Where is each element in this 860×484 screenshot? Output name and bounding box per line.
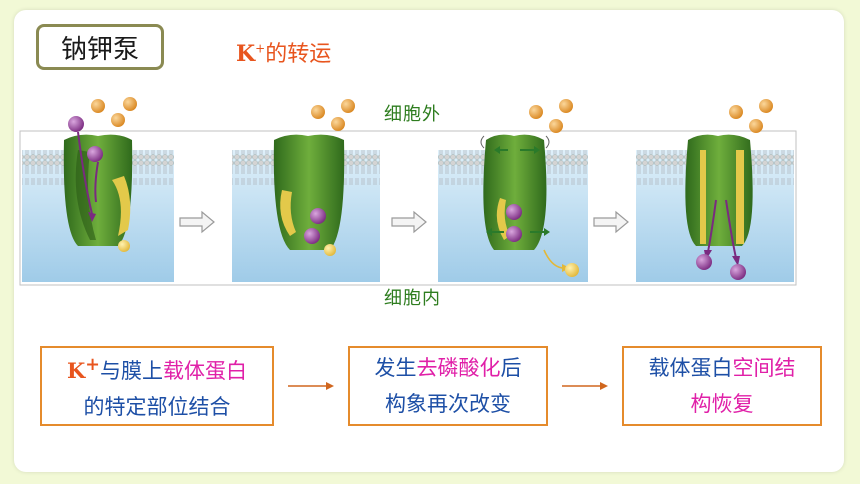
- title-box: 钠钾泵: [36, 24, 164, 70]
- step3-text-b: 空间结: [732, 356, 796, 380]
- sodium-ion: [341, 99, 355, 113]
- step-box-1: K+与膜上载体蛋白 的特定部位结合: [40, 346, 274, 426]
- panel-1: [22, 97, 174, 282]
- step3-line2: 构恢复: [690, 392, 754, 416]
- step1-text-b: 载体蛋白: [162, 359, 247, 383]
- sodium-ion: [729, 105, 743, 119]
- step2-line2: 构象再次改变: [385, 392, 511, 416]
- subtitle-ion: K: [236, 41, 256, 67]
- sodium-ion: [549, 119, 563, 133]
- subtitle-text: 的转运: [265, 42, 332, 67]
- step-arrow-icon: [593, 210, 629, 234]
- phosphate-group: [118, 240, 130, 252]
- page-title: 钠钾泵: [60, 34, 139, 65]
- step2-text-c: 后: [500, 356, 522, 380]
- potassium-ion: [304, 228, 320, 244]
- panel-3: [438, 99, 588, 282]
- step2-text-b: 去磷酸化: [416, 356, 501, 380]
- subtitle: K+的转运: [236, 36, 331, 68]
- sodium-ion: [311, 105, 325, 119]
- phosphate-group: [324, 244, 336, 256]
- step3-text-a: 载体蛋白: [648, 356, 733, 380]
- sodium-ion: [559, 99, 573, 113]
- sodium-ion: [111, 113, 125, 127]
- step-box-3: 载体蛋白空间结 构恢复: [622, 346, 822, 426]
- step-arrow-icon: [179, 210, 215, 234]
- potassium-ion: [730, 264, 746, 280]
- step1-ion: K: [67, 358, 86, 383]
- subtitle-charge: +: [255, 41, 266, 56]
- potassium-ion: [506, 204, 522, 220]
- potassium-ion: [696, 254, 712, 270]
- connector-arrow-icon: [562, 382, 608, 390]
- step1-charge: +: [85, 355, 100, 375]
- potassium-ion: [310, 208, 326, 224]
- phosphate-group: [565, 263, 579, 277]
- potassium-ion: [87, 146, 103, 162]
- sodium-ion: [91, 99, 105, 113]
- step1-line2: 的特定部位结合: [83, 395, 231, 419]
- panel-2: [232, 99, 380, 282]
- step-box-2: 发生去磷酸化后 构象再次改变: [348, 346, 548, 426]
- sodium-ion: [123, 97, 137, 111]
- label-extracellular: 细胞外: [384, 104, 441, 125]
- label-intracellular: 细胞内: [384, 288, 441, 309]
- sodium-ion: [749, 119, 763, 133]
- sodium-ion: [529, 105, 543, 119]
- connector-arrow-icon: [288, 382, 334, 390]
- step-arrow-icon: [391, 210, 427, 234]
- potassium-ion: [68, 116, 84, 132]
- potassium-ion: [506, 226, 522, 242]
- sodium-ion: [331, 117, 345, 131]
- sodium-ion: [759, 99, 773, 113]
- panel-4: [636, 99, 794, 282]
- step1-text-a: 与膜上: [99, 359, 163, 383]
- step2-text-a: 发生: [374, 356, 417, 380]
